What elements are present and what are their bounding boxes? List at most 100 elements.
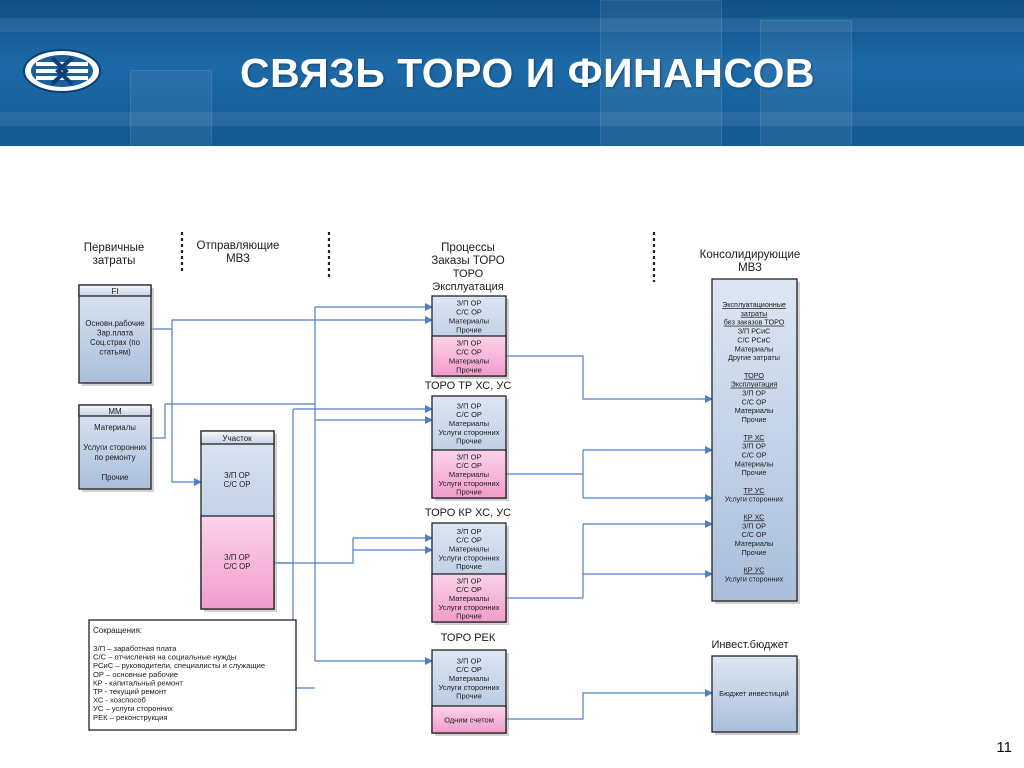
mm-box-line: по ремонту [95,453,136,462]
process-item: С/С ОР [456,665,482,674]
process-item: Прочие [456,692,482,701]
consolidated-item: КР УС [744,566,765,575]
consolidated-item: З/П РСиС [738,327,771,336]
consolidated-item: Эксплуатационные [722,300,786,309]
column-header-sending-mvz: Отправляющие [197,240,280,252]
fi-source-box [78,284,152,384]
consolidated-item: КР ХС [744,512,765,521]
flow-line [151,319,315,330]
consolidated-item: С/С ОР [742,530,767,539]
column-header-consolidating-mvz: МВЗ [738,262,762,274]
consolidated-item: З/П ОР [742,521,766,530]
process-item: Услуги сторонних [439,683,500,692]
rek-to-invest-arrow [506,689,713,720]
process-item: З/П ОР [457,299,482,308]
column-header-processes: Заказы ТОРО [431,255,504,267]
section-box-line: З/П ОР [224,553,250,562]
header-decor [0,18,1024,32]
consolidated-item: С/С ОР [742,450,767,459]
process-item: З/П ОР [457,401,482,410]
header-decor [0,112,1024,126]
section-box-line: С/С ОР [224,480,251,489]
process-item: Материалы [449,674,489,683]
process-item: З/П ОР [457,527,482,536]
mm-box-line: Услуги сторонних [83,443,147,452]
consolidated-item: Материалы [735,539,774,548]
fi-box-header [78,284,152,297]
process-item: Услуги сторонних [439,603,500,612]
connector-arrows [151,303,713,720]
invest-budget-title: Инвест.бюджет [711,639,788,651]
consolidated-item: Услуги сторонних [725,495,784,504]
column-header-processes: Процессы [441,242,495,254]
consolidated-item: Прочие [742,468,767,477]
mm-box-line: Материалы [94,423,136,432]
fi-to-section-arrow [171,329,202,486]
consolidated-item: ТР УС [744,486,765,495]
header-decor [130,70,212,146]
fi-box-line: Зар.плата [97,329,134,338]
mm-box-line: Прочие [102,473,129,482]
page-number: 11 [996,739,1012,756]
diagram-nodes: ПервичныезатратыОтправляющиеМВЗПроцессыЗ… [78,232,801,736]
mm-box-header [78,404,152,417]
process-group-title: ТОРО [453,268,484,280]
header-decor [760,20,852,146]
fi-box-line: Соц.страх (по [90,338,141,347]
flow-line [274,538,354,564]
consolidated-item: З/П ОР [742,442,766,451]
consolidated-item: ТР ХС [744,433,765,442]
process-item: Прочие [456,366,482,375]
consolidated-item: С/С РСиС [737,335,770,344]
fi-box-title: FI [111,287,118,296]
abbreviation-line: УС – услуги сторонних [93,704,173,713]
abbreviation-line: З/П – заработная плата [93,644,177,653]
exploitation-to-consolidated-arrow [506,355,713,403]
process-item: Материалы [449,470,489,479]
consolidated-item: Эксплуатация [731,380,778,389]
process-item: Материалы [449,317,489,326]
consolidated-item: С/С ОР [742,397,767,406]
consolidated-item: затраты [741,309,768,318]
invest-budget-label: Бюджет инвестиций [719,689,789,698]
process-item: С/С ОР [456,536,482,545]
slide-header: СВЯЗЬ ТОРО И ФИНАНСОВ [0,0,1024,146]
column-header-primary-costs: затраты [93,255,136,267]
process-item: Материалы [449,545,489,554]
mm-box-title: ММ [108,407,122,416]
consolidated-item: Материалы [735,459,774,468]
process-item: Одним счетом [444,716,494,725]
process-group-title: ТОРО ТР ХС, УС [425,380,512,392]
consolidated-item: Прочие [742,415,767,424]
column-header-primary-costs: Первичные [84,242,145,254]
abbreviation-line: РСиС – руководители, специалисты и служа… [93,661,265,670]
invest-budget-box [711,655,798,733]
process-item: С/С ОР [456,308,482,317]
section-box-pink [200,515,275,610]
process-group-pink [431,335,507,377]
process-item: З/П ОР [457,339,482,348]
abbreviation-line: КР - капитальный ремонт [93,678,183,687]
process-item: Услуги сторонних [439,479,500,488]
abbreviation-line: С/С – отчисления на социальные нужды [93,653,236,662]
company-logo-icon [23,49,101,93]
process-item: Прочие [456,437,482,446]
process-group-pink [431,573,507,623]
section-box-line: С/С ОР [224,562,251,571]
column-header-consolidating-mvz: Консолидирующие [700,249,801,261]
abbreviation-line: ОР – основные рабочие [93,670,178,679]
consolidated-item: Материалы [735,344,774,353]
process-item: З/П ОР [457,656,482,665]
process-item: З/П ОР [457,452,482,461]
process-item: Прочие [456,612,482,621]
consolidated-mvz-box [711,278,798,602]
consolidated-item: Услуги сторонних [725,574,784,583]
consolidated-item: Другие затраты [728,353,780,362]
section-box-header [200,430,275,445]
section-box-title: Участок [222,434,252,443]
process-item: С/С ОР [456,461,482,470]
process-group-pink [431,449,507,499]
slide-title: СВЯЗЬ ТОРО И ФИНАНСОВ [240,50,815,96]
consolidated-item: Прочие [742,548,767,557]
